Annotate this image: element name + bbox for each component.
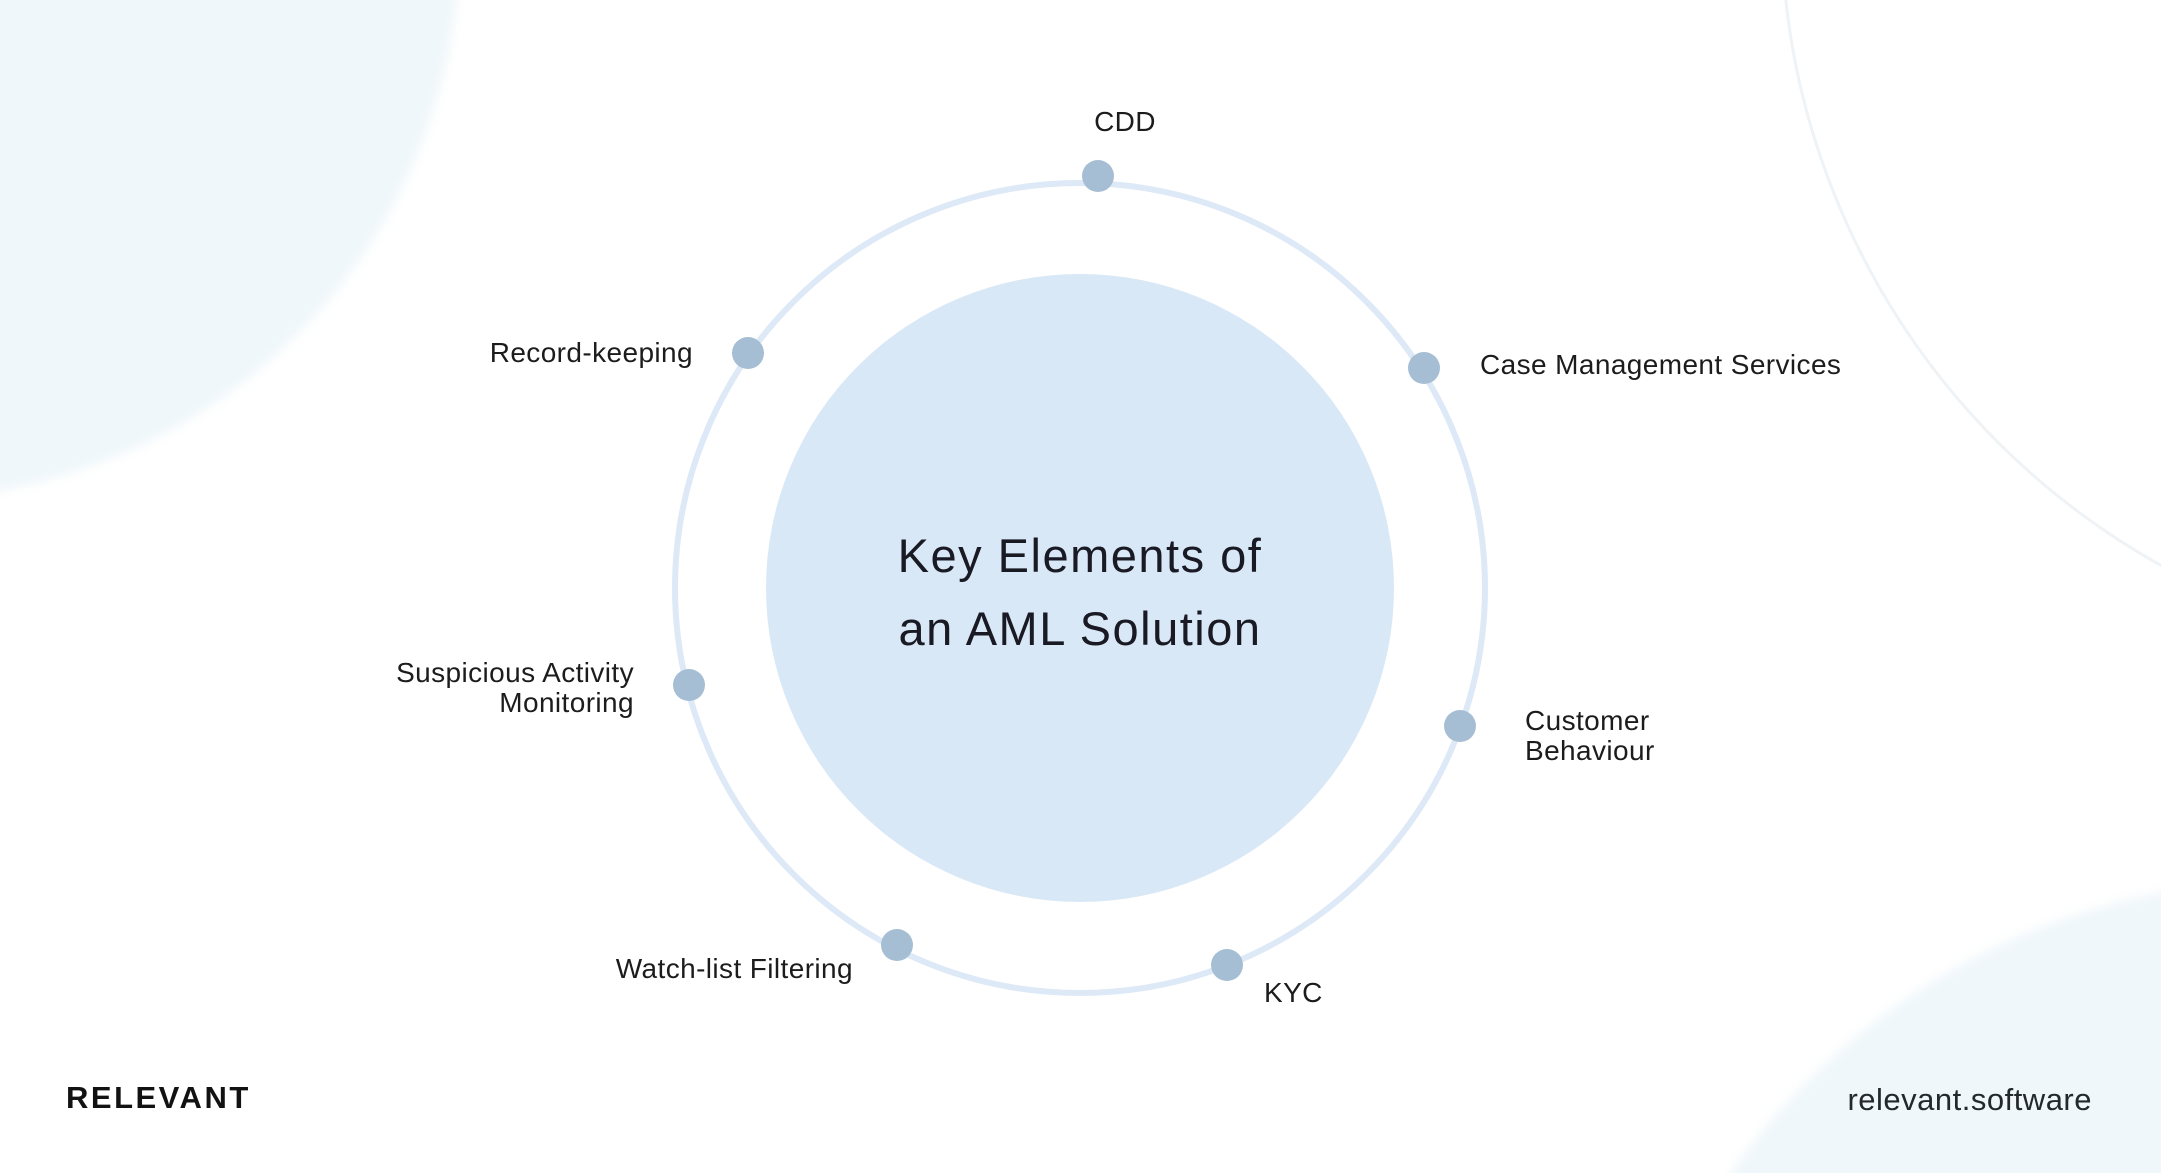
node-dot-cdd [1082,160,1114,192]
node-label-customer-behaviour: Customer Behaviour [1525,705,1655,766]
website-text: relevant.software [1847,1082,2092,1117]
center-circle [766,274,1394,902]
node-dot-case-management [1408,352,1440,384]
node-label-record-keeping: Record-keeping [489,337,693,368]
node-dot-kyc [1211,949,1243,981]
node-dot-suspicious-activity [673,669,705,701]
node-dot-record-keeping [732,337,764,369]
background-blob-top-left [0,0,460,500]
node-label-case-management: Case Management Services [1480,349,1842,380]
node-dot-customer-behaviour [1444,710,1476,742]
orbit-ring [672,180,1488,996]
diagram-title: Key Elements of an AML Solution [897,529,1263,655]
brand-logo: RELEVANT [66,1080,251,1115]
node-label-kyc: KYC [1264,977,1323,1008]
node-label-watch-list-filtering: Watch-list Filtering [615,953,853,984]
node-label-cdd: CDD [1094,106,1156,137]
node-dot-watch-list-filtering [881,929,913,961]
background-arc-top-right [1780,0,2161,660]
node-label-suspicious-activity: Suspicious Activity Monitoring [396,657,634,718]
background-blob-bottom-right [1610,880,2161,1173]
